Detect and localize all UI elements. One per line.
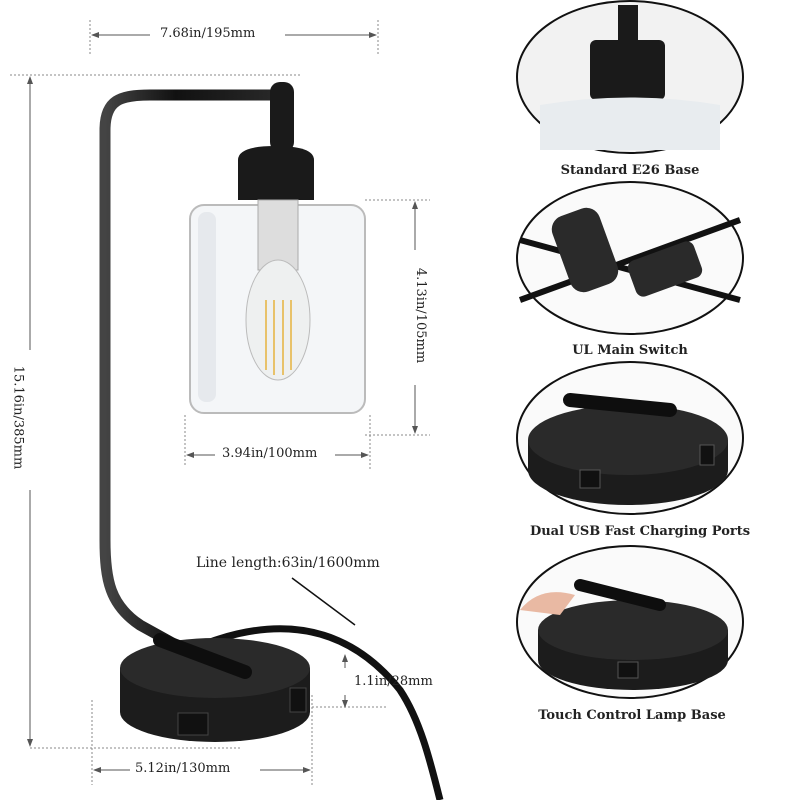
- lamp-arm: [99, 89, 288, 656]
- socket: [238, 146, 314, 200]
- base-width-dimension-label: 5.12in/130mm: [132, 761, 234, 776]
- power-cord: [208, 625, 444, 800]
- feature-usb-ports: [516, 361, 744, 515]
- line-length-label: Line length:63in/1600mm: [193, 555, 383, 571]
- bulb: [245, 259, 311, 381]
- feature-e26-base: [516, 0, 744, 154]
- feature-touch-control: [516, 545, 744, 699]
- feature-caption: UL Main Switch: [572, 343, 688, 358]
- usb-port-icon: [177, 712, 209, 736]
- feature-caption: Touch Control Lamp Base: [538, 708, 726, 723]
- feature-caption: Dual USB Fast Charging Ports: [529, 524, 751, 539]
- width-dimension-label: 7.68in/195mm: [157, 26, 259, 41]
- feature-caption: Standard E26 Base: [560, 163, 700, 178]
- arm-tip: [270, 82, 294, 152]
- base-height-dimension-label: 1.1in/28mm: [354, 674, 433, 689]
- height-dimension-label: 15.16in/385mm: [10, 362, 26, 473]
- dimension-guides: [10, 20, 430, 785]
- dimension-arrows: [27, 32, 418, 773]
- feature-main-switch: [516, 181, 744, 335]
- bulb-base: [257, 199, 299, 271]
- usb-port-icon: [289, 687, 307, 713]
- shade-height-dimension-label: 4.13in/105mm: [413, 264, 429, 367]
- shade-width-dimension-label: 3.94in/100mm: [219, 446, 321, 461]
